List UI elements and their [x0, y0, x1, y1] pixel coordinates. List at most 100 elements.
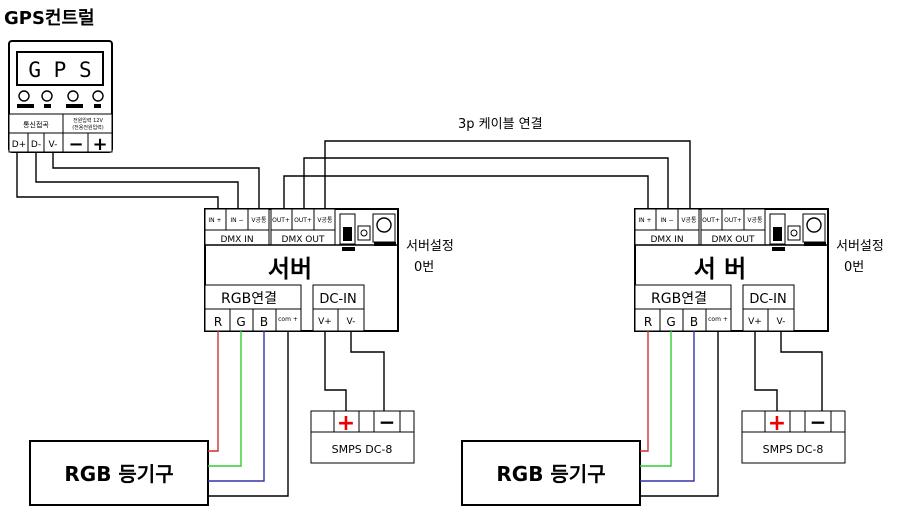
- green-wire: [640, 331, 672, 467]
- dmx-in-label: DMX IN: [220, 235, 253, 245]
- smps-right: + − SMPS DC-8: [741, 410, 846, 464]
- dmx-out-label: DMX OUT: [712, 235, 755, 245]
- smps-plus-sign: +: [768, 411, 786, 436]
- smps-minus-sign: −: [810, 410, 827, 434]
- dc-pin-v-minus: V-: [777, 317, 786, 327]
- gps-to-server-wires: [16, 152, 260, 209]
- gps-comm-label: 통신접곡: [23, 120, 49, 129]
- gps-pin-d-plus: D+: [12, 140, 26, 150]
- dc-wires-left: [324, 331, 385, 411]
- rgb-pin-r: R: [214, 315, 222, 329]
- gps-power-label: 전원입력 12V: [73, 117, 103, 124]
- server-right: IN + IN − V공통 DMX IN OUT+ OUT+ V공통 DMX O…: [634, 208, 829, 332]
- red-wire: [208, 331, 219, 452]
- gps-pin-v-minus: V-: [49, 140, 58, 150]
- gps-display: [16, 51, 104, 86]
- gps-title: GPS컨트럴: [4, 7, 95, 29]
- server-right-setting: 서버설정: [836, 239, 884, 254]
- server-left-name: 서버: [268, 255, 312, 283]
- smps-right-body: [741, 410, 846, 464]
- terminal-screw-icon: [360, 229, 368, 237]
- dc-jack-hole-icon: [376, 217, 392, 233]
- switch-bar: [342, 247, 355, 251]
- dc-pin-v-minus: V-: [347, 317, 356, 327]
- rgb-title: RGB연결: [221, 291, 277, 307]
- gps-display-text: G P S: [28, 58, 91, 82]
- gps-button-bar: [66, 104, 83, 108]
- dc-in-title: DC-IN: [749, 292, 786, 307]
- dmx-out-pin-label: OUT+: [272, 217, 290, 224]
- smps-label: SMPS DC-8: [763, 443, 824, 456]
- dmx-out-pin-label: OUT+: [724, 217, 742, 224]
- dmx-in-pin-label: IN +: [208, 217, 221, 224]
- dip-switch-lever-icon: [773, 227, 782, 241]
- dmx-out-pin-label: OUT+: [702, 217, 720, 224]
- server-right-name: 서 버: [694, 255, 747, 283]
- cable-label: 3p 케이블 연결: [458, 117, 543, 132]
- gps-button-bar: [44, 104, 51, 108]
- blue-wire: [208, 331, 265, 482]
- com-wire: [208, 331, 289, 497]
- rgb-pin-g: G: [236, 315, 245, 329]
- dc-pin-v-plus: V+: [318, 317, 332, 327]
- green-wire: [208, 331, 242, 467]
- dmx-out-label: DMX OUT: [282, 235, 325, 245]
- dc-pin-v-plus: V+: [748, 317, 762, 327]
- gps-power-label-sub: (전용전원입력): [72, 124, 104, 131]
- rgb-device-right: [461, 440, 641, 506]
- dmx-in-pin-label: V공통: [681, 217, 697, 224]
- dip-switch-lever-icon: [343, 227, 352, 241]
- dmx-in-pin-label: V공통: [251, 217, 267, 224]
- rgb-pin-g: G: [666, 315, 675, 329]
- server-left-setting: 서버설정: [406, 239, 454, 254]
- gps-buttons: [17, 90, 104, 108]
- gps-pin-d-minus: D-: [31, 140, 41, 150]
- dmx-in-pin-label: IN +: [638, 217, 651, 224]
- gps-button-bar: [17, 104, 34, 108]
- dmx-out-pin-label: V공통: [747, 217, 763, 224]
- gps-button-bar: [94, 104, 101, 108]
- jack-bar: [374, 242, 396, 246]
- rgb-pin-b: B: [260, 315, 268, 329]
- rgb-pin-com: com +: [708, 316, 728, 323]
- rgb-device-left: [29, 440, 209, 506]
- server-right-setting-value: 0번: [844, 260, 864, 275]
- dmx-in-pin-label: IN −: [660, 217, 673, 224]
- jack-bar: [804, 242, 826, 246]
- dmx-in-pin-label: IN −: [230, 217, 243, 224]
- server-left-dmx-in: [204, 208, 270, 246]
- gps-button-icon: [92, 90, 104, 102]
- blue-wire: [640, 331, 695, 482]
- rgb-wires-left: [208, 331, 289, 497]
- smps-left-body: [310, 410, 415, 464]
- terminal-screw-icon: [790, 229, 798, 237]
- smps-left: + − SMPS DC-8: [310, 410, 415, 464]
- rgb-pin-com: com +: [278, 316, 298, 323]
- com-wire: [640, 331, 719, 497]
- dc-jack-hole-icon: [806, 217, 822, 233]
- server-left-setting-value: 0번: [414, 260, 434, 275]
- smps-label: SMPS DC-8: [332, 443, 393, 456]
- rgb-pin-r: R: [644, 315, 652, 329]
- dmx-in-label: DMX IN: [650, 235, 683, 245]
- server-link-wires: [283, 140, 691, 209]
- smps-minus-sign: −: [379, 410, 396, 434]
- dc-in-title: DC-IN: [319, 292, 356, 307]
- rgb-device-right-label: RGB 등기구: [496, 462, 605, 486]
- dc-wires-right: [754, 331, 823, 411]
- rgb-wires-right: [640, 331, 719, 497]
- gps-plus-sign: +: [92, 134, 107, 155]
- rgb-pin-b: B: [690, 315, 698, 329]
- gps-minus-sign: −: [68, 134, 83, 155]
- rgb-title: RGB연결: [651, 291, 707, 307]
- gps-button-icon: [67, 90, 79, 102]
- gps-button-icon: [41, 90, 53, 102]
- server-right-dmx-in: [634, 208, 700, 246]
- dmx-out-pin-label: V공통: [317, 217, 333, 224]
- server-left: IN + IN − V공통 DMX IN OUT+ OUT+ V공통 DMX O…: [204, 208, 399, 332]
- dmx-out-pin-label: OUT+: [294, 217, 312, 224]
- smps-plus-sign: +: [337, 411, 355, 436]
- rgb-device-left-label: RGB 등기구: [64, 462, 173, 486]
- switch-bar: [772, 247, 785, 251]
